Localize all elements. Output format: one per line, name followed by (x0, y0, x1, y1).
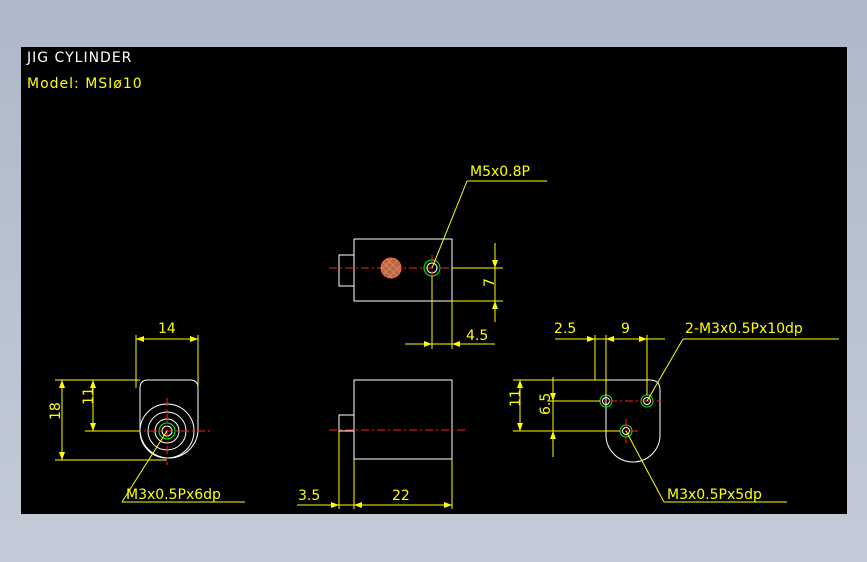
front-view-dim-stub: 3.5 (298, 488, 320, 504)
end-view-dim-height-inner: 6.5 (538, 393, 554, 415)
top-view-stub (338, 254, 355, 287)
top-view-dim-height: 7 (482, 278, 498, 287)
side-view-dim-width: 14 (158, 321, 176, 337)
side-view-dim-height-outer: 18 (48, 402, 64, 420)
drawing-model: Model: MSIø10 (27, 76, 143, 92)
drawing-title: JIG CYLINDER (27, 50, 133, 66)
end-view-dim-height-outer: 11 (508, 389, 524, 407)
side-view: 14 18 11 M3x0.5Px6dp (48, 321, 245, 503)
top-view-dim-offset: 4.5 (466, 328, 488, 344)
front-view-stub (338, 414, 355, 432)
side-view-callout: M3x0.5Px6dp (126, 487, 221, 503)
top-view-callout: M5x0.8P (470, 164, 530, 180)
end-view-callout-bottom: M3x0.5Px5dp (667, 487, 762, 503)
cad-drawing: M5x0.8P 7 4.5 (48, 164, 839, 509)
cad-viewport[interactable]: JIG CYLINDER Model: MSIø10 M5x0.8P (21, 47, 847, 514)
front-view-dim-body: 22 (392, 488, 410, 504)
top-view-body (353, 238, 453, 302)
end-view-dim-pitch: 9 (621, 321, 630, 337)
side-view-thread (158, 422, 176, 440)
end-view-dim-left: 2.5 (554, 321, 576, 337)
side-view-dim-height-inner: 11 (81, 387, 97, 405)
end-view: 2.5 9 2-M3x0.5Px10dp 11 6.5 M3x0.5Px5dp (508, 321, 839, 503)
top-view-port-hatched (380, 257, 402, 279)
end-view-callout-top: 2-M3x0.5Px10dp (685, 321, 803, 337)
front-view: 3.5 22 (297, 379, 465, 509)
front-view-body (353, 379, 453, 460)
end-view-body (605, 379, 661, 463)
top-view: M5x0.8P 7 4.5 (329, 164, 547, 349)
